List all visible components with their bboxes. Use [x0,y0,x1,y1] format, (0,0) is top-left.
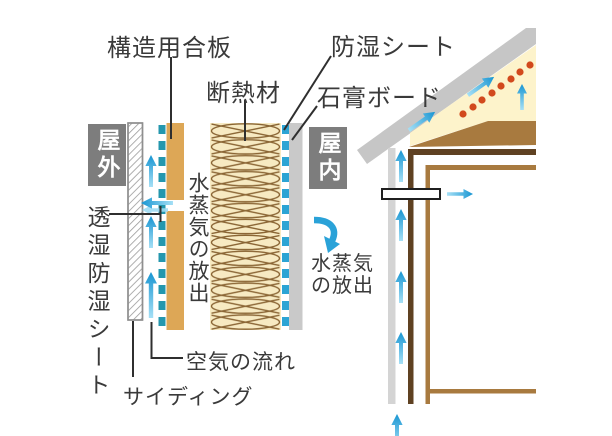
wall-sheathing [388,148,396,404]
house-corner-illustration [357,28,536,436]
up-arrow-icon [395,150,407,182]
label-gypsum-board: 石膏ボード [317,85,442,112]
indoor-zone-badge: 屋内 [309,127,347,189]
connector-vapor-sheet [283,55,332,131]
roof-panel [357,28,536,164]
up-arrow-icon [391,414,403,436]
up-arrow-icon [145,272,157,318]
gypsum-board [289,123,303,330]
siding-board-hatch [127,122,144,321]
wall-stud-dark [408,149,414,404]
airflow-arrows-left-wall [145,155,157,318]
insulation-batt-pattern [210,123,281,330]
label-structural-plywood: 構造用合板 [107,35,232,62]
connector-air-flow [150,322,183,359]
up-arrow-icon [395,271,407,303]
ceiling-beam [409,121,536,147]
outdoor-zone-badge: 屋外 [88,124,126,186]
up-arrow-icon [145,216,157,248]
structural-plywood-lower [166,211,184,330]
floor-line [430,389,536,394]
inner-wall-line [425,165,430,404]
label-siding: サイディング [123,386,254,409]
label-connectors [109,55,332,377]
roof-insulation-area [410,45,536,146]
moisture-dots [459,61,534,118]
up-arrow-icon [145,155,157,187]
label-vapor-release-right: 水蒸気 の放出 [311,253,374,297]
label-vapor-release-left: 水蒸気の放出 [186,172,209,304]
right-arrow-icon [447,189,473,199]
wall-vent [381,188,441,200]
inner-ceiling-line [425,165,536,170]
vapor-release-curved-arrow [313,216,340,253]
label-vapor-release-right-line2: の放出 [311,275,374,297]
wall-cross-section [127,122,303,330]
label-air-flow: 空気の流れ [186,351,296,374]
ceiling-line-dark [408,149,536,155]
up-arrow-icon [395,332,407,364]
label-insulation: 断熱材 [206,80,281,107]
up-arrow-icon [395,209,407,241]
label-vapor-barrier-sheet: 防湿シート [331,34,456,61]
label-vapor-release-right-line1: 水蒸気 [311,253,374,275]
label-breathable-sheet: 透湿防湿シート [84,205,110,401]
connector-gypsum [291,105,318,141]
structural-plywood-upper [166,123,184,200]
